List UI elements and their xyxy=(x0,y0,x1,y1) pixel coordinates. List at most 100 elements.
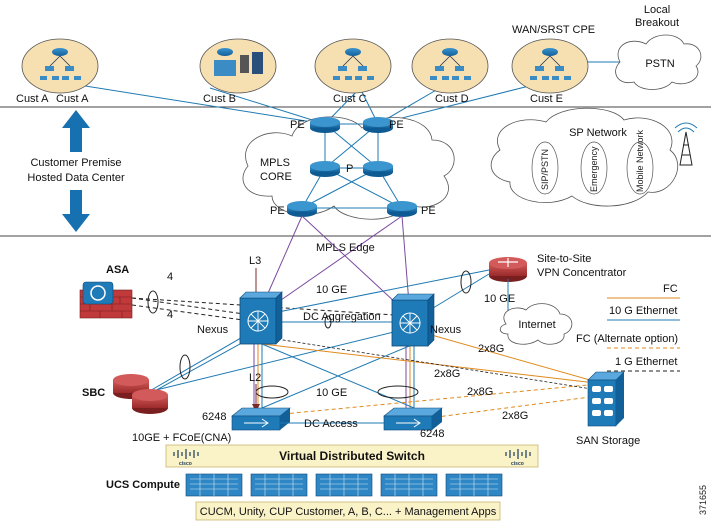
cell-tower-icon xyxy=(674,122,698,166)
pe-label: PE xyxy=(421,205,436,217)
dc-aggregation-label: DC Aggregation xyxy=(303,311,381,323)
port-channel-ring xyxy=(377,385,419,399)
customer-router-icon xyxy=(333,48,374,80)
ucs-chassis-icon xyxy=(185,473,243,497)
pe-router-icon xyxy=(387,201,417,217)
ucs-chassis-icon xyxy=(250,473,308,497)
down-arrow-icon xyxy=(62,190,90,232)
ucs-chassis-icon xyxy=(445,473,503,497)
customer-row: Cust A Cust A Cust B Cust C Cust D Cust … xyxy=(16,4,702,125)
customer-label: Cust B xyxy=(203,93,236,105)
vpn-concentrator-icon xyxy=(489,257,527,282)
link-count-label: 4 xyxy=(167,309,173,321)
dc-access-label: DC Access xyxy=(304,418,358,430)
customer-router-icon xyxy=(530,48,571,80)
sip-pstn-bubble xyxy=(531,141,559,195)
mobile-network-label: Mobile Network xyxy=(635,129,645,192)
customer-site-b xyxy=(199,38,277,94)
port-channel-ring xyxy=(147,290,159,314)
pstn-cloud xyxy=(615,34,702,90)
ucs-chassis-icon xyxy=(315,473,373,497)
customer-site-a xyxy=(21,38,99,94)
cisco-logo-text: cisco xyxy=(179,461,192,467)
ucs-compute-label: UCS Compute xyxy=(106,479,180,491)
port-channel-ring xyxy=(460,270,472,294)
asa-firewall-icon xyxy=(79,281,133,319)
san-storage-label: SAN Storage xyxy=(576,435,640,447)
customer-router-icon xyxy=(40,48,81,80)
pe-label: PE xyxy=(270,205,285,217)
pstn-label: PSTN xyxy=(645,58,674,70)
local-breakout-label: Local xyxy=(644,4,670,16)
p-router-icon xyxy=(363,161,393,177)
sp-network: SP Network SIP/PSTN Emergency Mobile Net… xyxy=(490,107,698,207)
apps-banner xyxy=(195,501,501,521)
port-channel-ring xyxy=(324,315,332,329)
p-router-icon xyxy=(310,161,340,177)
up-arrow-icon xyxy=(62,110,90,152)
cisco-logo-text: cisco xyxy=(511,461,524,467)
fabric-interconnect-icon xyxy=(383,407,443,431)
port-channel-ring xyxy=(255,385,289,399)
emergency-label: Emergency xyxy=(589,146,599,192)
fabric-interconnect-icon xyxy=(231,407,291,431)
customer-label: Cust A xyxy=(56,93,89,105)
fabric-interconnect-label: 6248 xyxy=(420,428,444,440)
legend-10g-label: 10 G Ethernet xyxy=(609,305,678,317)
sbc-label: SBC xyxy=(82,387,105,399)
wan-srst-cpe-label: WAN/SRST CPE xyxy=(512,24,595,36)
mpls-core-area: PE PE P PE PE MPLS CORE xyxy=(242,116,455,220)
mobile-network-bubble xyxy=(626,141,654,195)
l2-label: L2 xyxy=(249,372,261,384)
ten-ge-label: 10 GE xyxy=(316,387,347,399)
customer-router-icon xyxy=(214,48,263,76)
san-storage-icon xyxy=(587,371,625,427)
ten-ge-label: 10 GE xyxy=(484,293,515,305)
customer-site-d xyxy=(411,38,489,94)
mpls-core-label: MPLS xyxy=(260,157,290,169)
fabric-interconnect-label: 6248 xyxy=(202,411,226,423)
vpn-label: Site-to-Site xyxy=(537,253,591,265)
premise-arrow-group: Customer Premise Hosted Data Center xyxy=(27,110,125,232)
nexus-label: Nexus xyxy=(430,324,462,336)
vds-label: Virtual Distributed Switch xyxy=(279,449,425,463)
legend-1g-label: 1 G Ethernet xyxy=(615,356,677,368)
customer-router-icon xyxy=(430,48,471,80)
fc-link-label: 2x8G xyxy=(478,343,504,355)
sp-network-label: SP Network xyxy=(569,127,627,139)
sbc-router-icon xyxy=(113,374,168,414)
legend-fc-label: FC xyxy=(663,283,678,295)
mpls-core-label: CORE xyxy=(260,171,292,183)
fc-link-label: 2x8G xyxy=(502,410,528,422)
nexus-switch-icon xyxy=(391,293,435,347)
internet-cloud xyxy=(499,303,573,345)
ten-ge-label: 10 GE xyxy=(316,284,347,296)
fc-link-label: 2x8G xyxy=(467,386,493,398)
customer-label: Cust E xyxy=(530,93,563,105)
vpn-label: VPN Concentrator xyxy=(537,267,627,279)
nexus-switch-icon xyxy=(239,291,283,345)
l3-label: L3 xyxy=(249,255,261,267)
data-center: MPLS Edge L3 4 4 ASA Site-to-Site VPN Co… xyxy=(79,215,708,521)
cisco-logo-icon: cisco xyxy=(173,449,199,467)
pe-label: PE xyxy=(389,119,404,131)
hosted-data-center-label: Hosted Data Center xyxy=(27,172,125,184)
local-breakout-label: Breakout xyxy=(635,17,679,29)
nexus-label: Nexus xyxy=(197,324,229,336)
customer-site-e xyxy=(511,38,589,94)
p-label: P xyxy=(346,163,353,175)
sip-pstn-label: SIP/PSTN xyxy=(540,149,550,190)
apps-label: CUCM, Unity, CUP Customer, A, B, C... + … xyxy=(200,506,497,518)
customer-label: Cust C xyxy=(333,93,367,105)
emergency-bubble xyxy=(580,141,608,195)
internet-label: Internet xyxy=(518,319,555,331)
figure-id: 371655 xyxy=(698,485,708,515)
customer-premise-label: Customer Premise xyxy=(30,157,121,169)
pe-router-icon xyxy=(287,201,317,217)
customer-label: Cust A xyxy=(16,93,49,105)
fcoe-label: 10GE + FCoE(CNA) xyxy=(132,432,231,444)
legend: FC 10 G Ethernet FC (Alternate option) 1… xyxy=(576,283,680,372)
ucs-chassis-icon xyxy=(380,473,438,497)
legend-fc-alt-label: FC (Alternate option) xyxy=(576,333,678,345)
pe-router-icon xyxy=(363,117,393,133)
